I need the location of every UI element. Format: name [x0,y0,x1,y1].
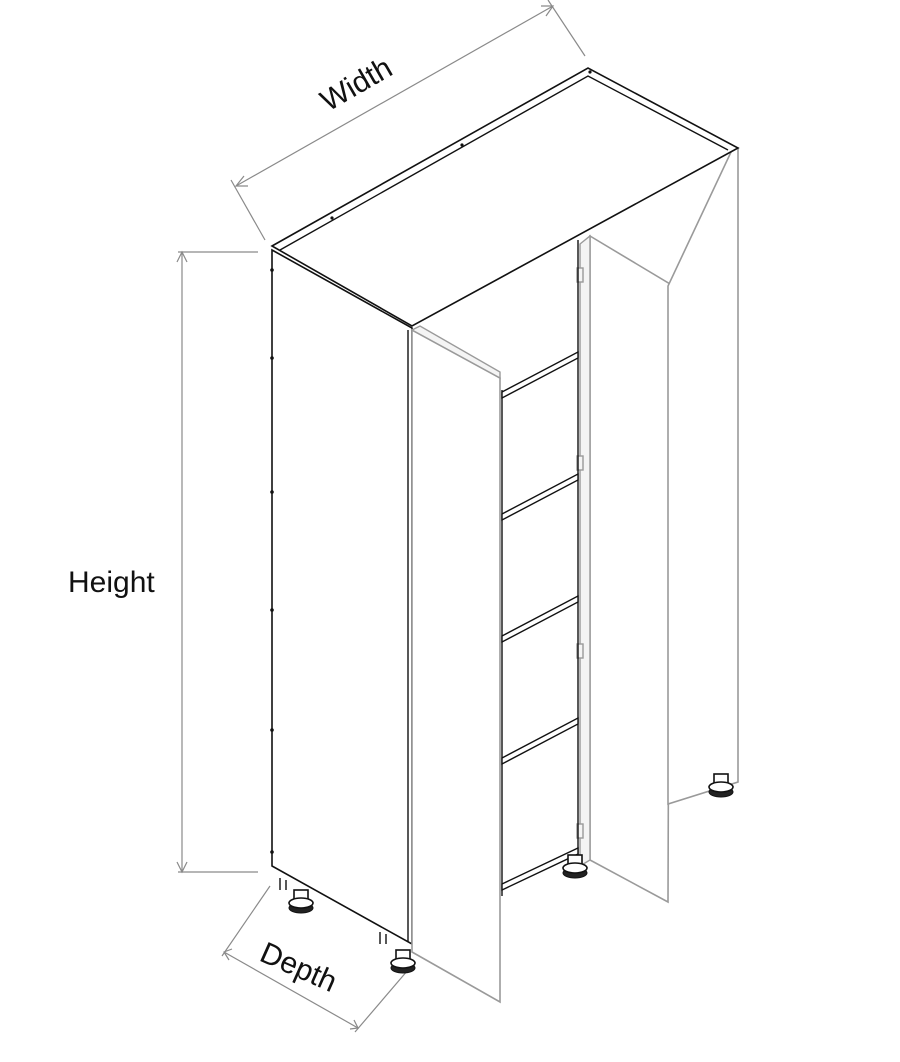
depth-dimension [221,885,409,1033]
depth-label: Depth [255,936,342,999]
height-label: Height [68,566,155,599]
cabinet-interior [501,240,579,896]
hinge-icon [576,823,584,839]
shelf [501,350,579,400]
shelf [501,594,579,644]
cabinet-top [270,67,740,329]
right-door [576,234,671,904]
hinge-icon [576,455,584,471]
cabinet-right-side [667,147,739,806]
left-door [410,325,501,1004]
height-dimension [176,250,258,874]
cabinet-left-side [270,248,413,946]
cabinet-bottom [501,846,579,892]
shelf [501,472,579,522]
leg-back-right [708,773,734,798]
leg-back-middle [562,854,588,879]
cabinet-legs [279,773,734,974]
leg-front-left [279,878,314,914]
leg-front-right [379,932,416,974]
hinge-icon [576,643,584,659]
width-label: Width [315,51,398,118]
shelf [501,716,579,766]
width-dimension [230,0,586,241]
hinge-icon [576,267,584,283]
